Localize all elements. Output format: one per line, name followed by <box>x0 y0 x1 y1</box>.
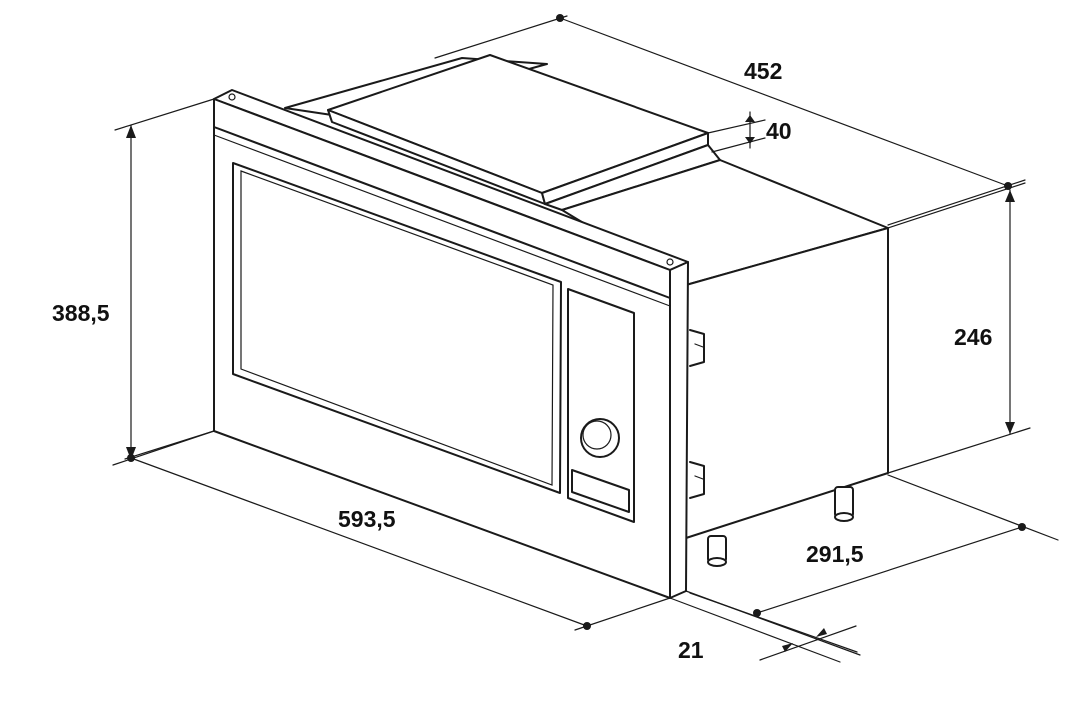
label-width-front: 593,5 <box>338 506 396 532</box>
label-body-height: 246 <box>954 324 992 350</box>
appliance-body <box>284 54 889 567</box>
label-height-overall: 388,5 <box>52 300 110 326</box>
dim-width-front <box>124 430 671 631</box>
label-depth-overall: 452 <box>744 58 782 84</box>
control-panel <box>567 288 635 523</box>
frame-screw-right <box>666 258 674 266</box>
label-body-depth: 291,5 <box>806 541 864 567</box>
display-panel <box>571 469 630 513</box>
door-window <box>232 162 562 494</box>
foot-front <box>707 535 727 567</box>
frame-side-edge <box>669 261 689 599</box>
label-top-step: 40 <box>766 118 792 144</box>
dim-height-overall <box>112 98 215 466</box>
label-frame-thickness: 21 <box>678 637 704 663</box>
hinge-bracket-upper <box>689 329 705 367</box>
foot-rear <box>834 486 854 522</box>
dim-frame-thickness <box>669 592 858 663</box>
dim-body-height <box>887 182 1031 474</box>
hinge-bracket-lower <box>689 461 705 499</box>
frame-screw-left <box>228 93 236 101</box>
dim-depth-overall <box>434 14 1026 226</box>
dim-top-step <box>707 111 766 153</box>
